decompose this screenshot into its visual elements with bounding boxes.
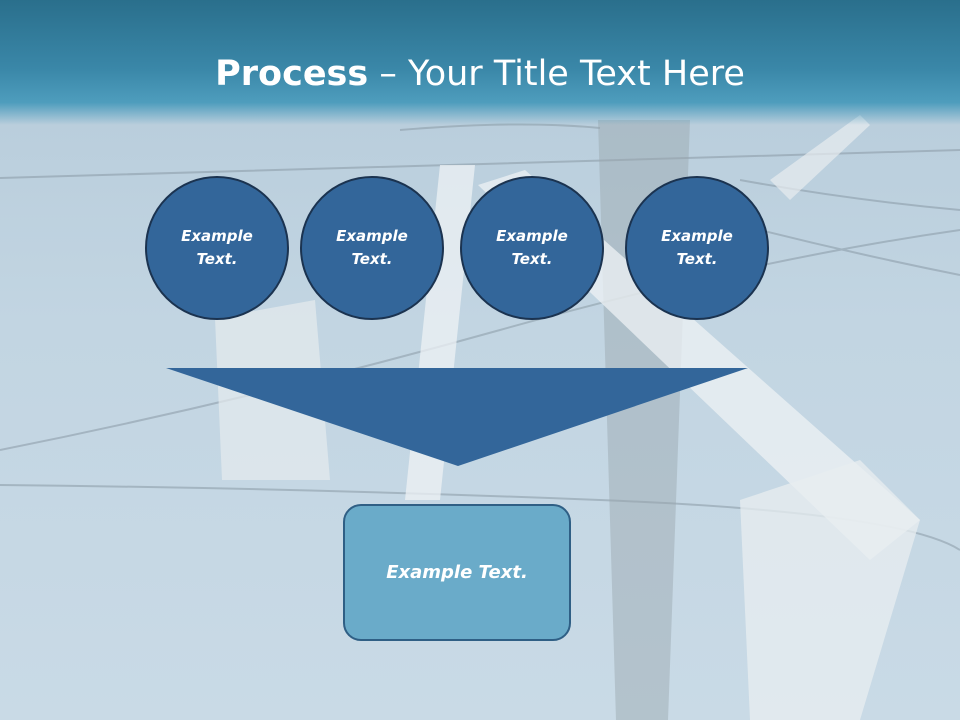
- process-circle-3: Example Text.: [460, 176, 604, 320]
- result-box: Example Text.: [343, 504, 571, 641]
- process-circle-2: Example Text.: [300, 176, 444, 320]
- title-rest: Your Title Text Here: [407, 54, 745, 94]
- title-dash: –: [368, 54, 408, 94]
- result-box-text: Example Text.: [386, 562, 528, 583]
- title-bold: Process: [215, 54, 369, 94]
- circle-text-2: Example Text.: [336, 227, 408, 268]
- circle-text-1: Example Text.: [181, 227, 253, 268]
- circle-text-4: Example Text.: [661, 227, 733, 268]
- process-circle-1: Example Text.: [145, 176, 289, 320]
- circle-text-3: Example Text.: [496, 227, 568, 268]
- process-circle-4: Example Text.: [625, 176, 769, 320]
- page-title: Process – Your Title Text Here: [0, 52, 960, 96]
- title-bar: [0, 0, 960, 125]
